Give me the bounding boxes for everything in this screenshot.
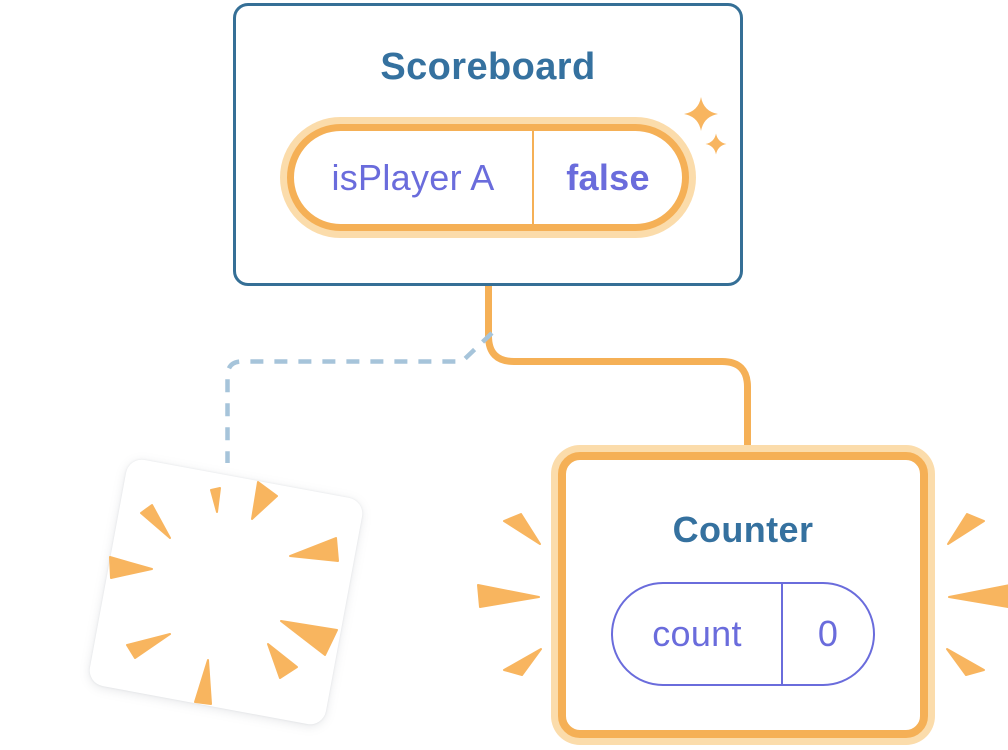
counter-state-pill: count 0 bbox=[611, 582, 875, 686]
counter-component-card: Counter count 0 bbox=[558, 452, 928, 738]
scoreboard-state-value: false bbox=[566, 156, 650, 198]
scoreboard-title: Scoreboard bbox=[380, 46, 596, 88]
pill-divider bbox=[532, 131, 534, 224]
counter-title: Counter bbox=[672, 509, 814, 550]
solid-connector-line bbox=[485, 285, 751, 452]
dashed-connector-line bbox=[225, 331, 494, 463]
scoreboard-state-pill: isPlayer A false bbox=[287, 124, 689, 231]
counter-state-value: 0 bbox=[817, 613, 839, 654]
scoreboard-component-card: Scoreboard isPlayer A false bbox=[233, 3, 743, 286]
scoreboard-state-name: isPlayer A bbox=[331, 156, 495, 198]
removed-component-card bbox=[87, 457, 365, 727]
pill-divider bbox=[781, 584, 783, 684]
counter-state-name: count bbox=[652, 613, 742, 654]
